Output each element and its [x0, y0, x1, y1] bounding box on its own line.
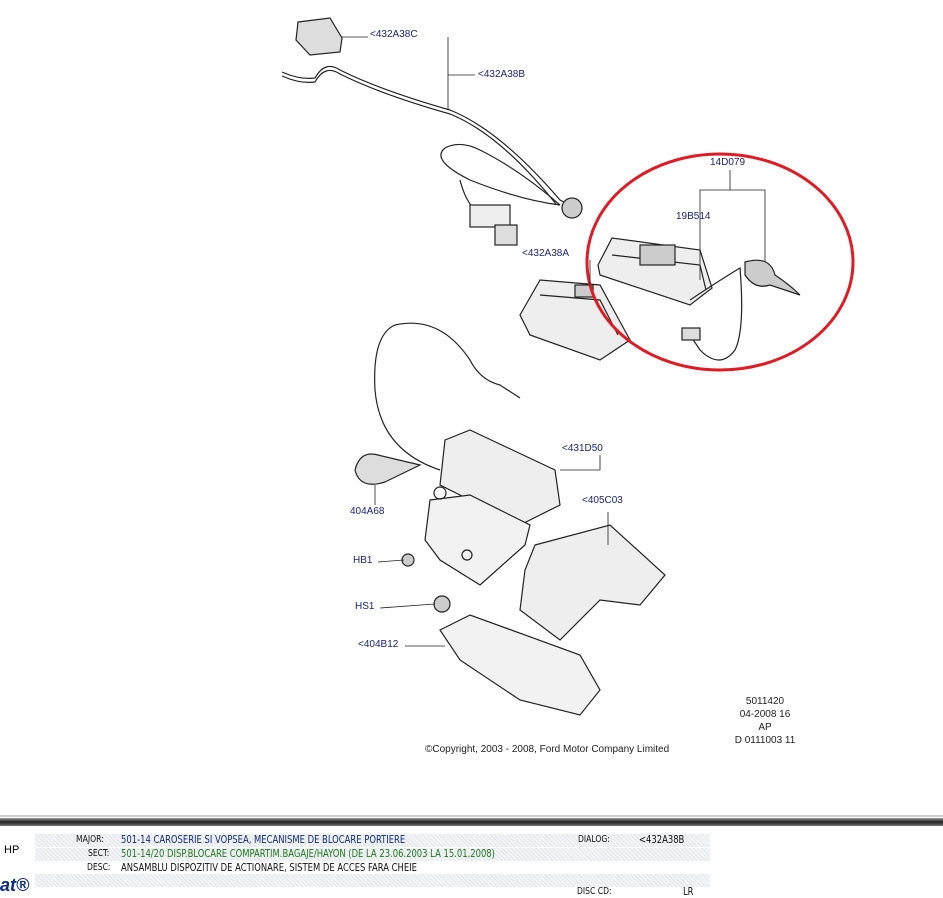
- side-label: HP: [4, 844, 20, 856]
- illustration-meta: 5011420 04-2008 16 AP D 0111003 11: [730, 696, 800, 746]
- divider-bar: [0, 818, 943, 826]
- callout-431D50[interactable]: <431D50: [562, 443, 603, 454]
- major-label: MAJOR:: [76, 834, 104, 845]
- callout-432A38B[interactable]: <432A38B: [478, 69, 525, 80]
- callout-405C03[interactable]: <405C03: [582, 495, 623, 506]
- empty-row: [35, 874, 710, 887]
- meta-line: D 0111003 11: [734, 735, 796, 746]
- meta-line: 04-2008 16: [739, 709, 791, 720]
- desc-value: ANSAMBLU DISPOZITIV DE ACTIONARE, SISTEM…: [121, 861, 417, 874]
- disc-label: DISC CD:: [577, 886, 612, 897]
- logo: at®: [0, 875, 30, 895]
- dialog-value: <432A38B: [639, 833, 685, 846]
- callout-432A38A[interactable]: <432A38A: [522, 248, 569, 259]
- copyright: ©Copyright, 2003 - 2008, Ford Motor Comp…: [425, 744, 670, 755]
- sect-value: 501-14/20 DISP.BLOCARE COMPARTIM.BAGAJE/…: [121, 847, 495, 860]
- callout-404B12[interactable]: <404B12: [358, 639, 399, 650]
- callout-404A68[interactable]: 404A68: [350, 506, 385, 517]
- disc-value: LR: [683, 885, 694, 898]
- dialog-label: DIALOG:: [578, 834, 610, 845]
- meta-line: 5011420: [745, 696, 785, 707]
- leader-lines: [342, 36, 766, 647]
- cable-assembly: [281, 17, 583, 246]
- highlight-circle: [585, 152, 855, 372]
- desc-label: DESC:: [87, 862, 111, 873]
- switch-housing: [519, 279, 631, 361]
- major-row: [35, 834, 710, 847]
- callout-19B514[interactable]: 19B514: [676, 211, 711, 222]
- callout-HB1[interactable]: HB1: [353, 555, 373, 566]
- sect-label: SECT:: [88, 848, 110, 859]
- latch-assembly: [354, 429, 666, 716]
- callout-HS1[interactable]: HS1: [355, 601, 375, 612]
- keyless-switch-assembly: [597, 237, 801, 361]
- parts-diagram: [281, 17, 855, 716]
- meta-line: AP: [758, 722, 772, 733]
- major-value: 501-14 CAROSERIE SI VOPSEA, MECANISME DE…: [121, 833, 406, 846]
- callout-14D079[interactable]: 14D079: [710, 157, 746, 168]
- sect-row: [35, 848, 710, 861]
- callout-432A38C[interactable]: <432A38C: [370, 29, 418, 40]
- divider: [0, 815, 943, 817]
